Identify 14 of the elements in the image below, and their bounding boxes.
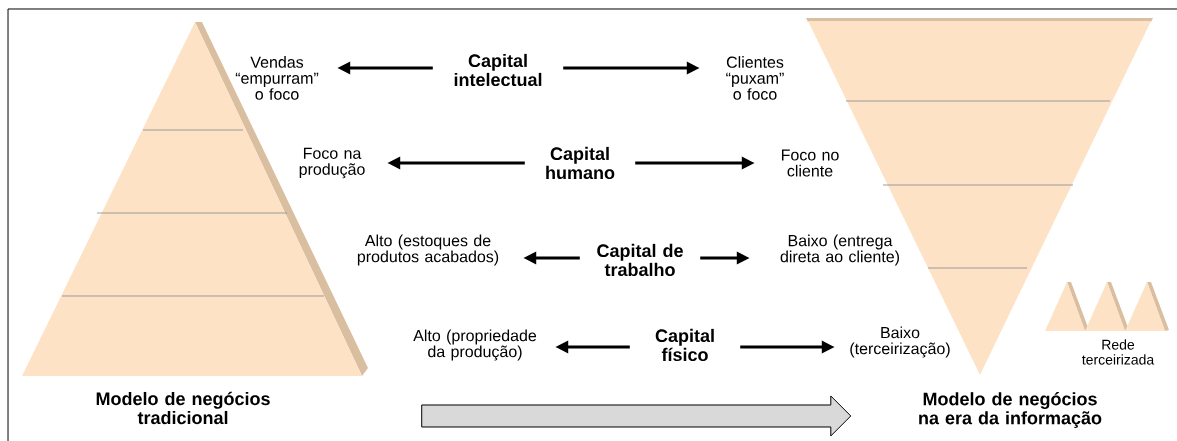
label-text: Alto (propriedade da produção)	[413, 329, 537, 361]
label-text: Alto (estoques de produtos acabados)	[357, 234, 499, 266]
label-text: Clientes “puxam” o foco	[726, 56, 784, 100]
label-text: Foco no cliente	[781, 149, 839, 177]
network-label: Rede terceirizada	[1082, 339, 1155, 365]
model-label: Modelo de negócios tradicional	[96, 391, 270, 425]
label-text: Baixo (terceirização)	[850, 326, 950, 358]
label-text: Baixo (entrega direta ao cliente)	[780, 234, 899, 266]
model-label: Modelo de negócios na era da informação	[919, 392, 1102, 428]
capital-label: Capital intelectual	[454, 53, 542, 87]
capital-label: Capital físico	[655, 328, 714, 362]
capital-label: Capital humano	[546, 146, 615, 180]
capital-label: Capital de trabalho	[597, 243, 683, 277]
block-arrow	[421, 395, 852, 437]
